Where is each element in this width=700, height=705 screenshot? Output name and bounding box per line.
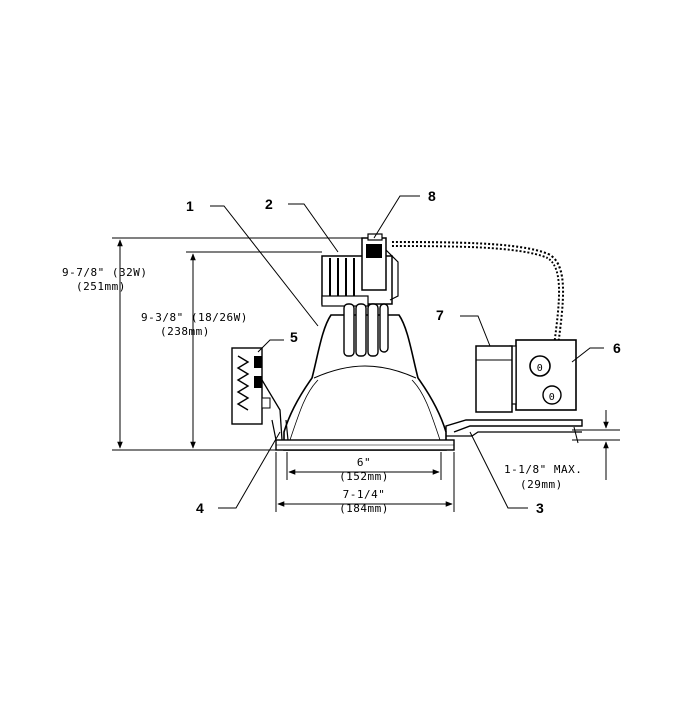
callout-numbers: 1 2 3 4 5 6 7 8 xyxy=(186,188,621,516)
svg-text:0: 0 xyxy=(549,392,556,403)
svg-text:0: 0 xyxy=(537,363,544,374)
trim-mm: (184mm) xyxy=(339,502,389,515)
callout-7: 7 xyxy=(436,307,444,323)
leader-5 xyxy=(257,339,284,353)
knockout-top xyxy=(529,355,551,377)
reflector-inner-left xyxy=(289,379,319,441)
reflector-height-in: 9-3/8" (18/26W) xyxy=(141,311,248,324)
dimension-labels: 9-7/8" (32W) (251mm) 9-3/8" (18/26W) (23… xyxy=(62,266,582,515)
cfl-lamps xyxy=(343,303,389,357)
reflector-inner-right xyxy=(411,379,441,441)
fixture-drawing: 0 0 xyxy=(231,233,583,451)
callout-1: 1 xyxy=(186,198,194,214)
callout-2: 2 xyxy=(265,196,273,212)
junction-box: 0 0 xyxy=(509,339,577,411)
callout-8: 8 xyxy=(428,188,436,204)
callout-6: 6 xyxy=(613,340,621,356)
leader-7 xyxy=(460,315,491,347)
callout-3: 3 xyxy=(536,500,544,516)
leader-3 xyxy=(469,431,528,509)
ceiling-max-in: 1-1/8" MAX. xyxy=(504,463,582,476)
overall-height-in: 9-7/8" (32W) xyxy=(62,266,147,279)
mounting-plate xyxy=(445,419,583,433)
leader-8 xyxy=(373,195,420,239)
mounting-springs xyxy=(231,347,289,441)
aperture-mm: (152mm) xyxy=(339,470,389,483)
flex-conduit xyxy=(391,241,565,347)
leader-4 xyxy=(218,431,281,509)
leader-1 xyxy=(210,205,319,327)
housing-fins xyxy=(329,258,355,302)
reflector-inner-line xyxy=(313,365,417,379)
knockout-bottom xyxy=(542,385,562,405)
trim-in: 7-1/4" xyxy=(343,488,386,501)
leader-2 xyxy=(288,203,339,253)
leader-6 xyxy=(571,347,604,363)
callout-4: 4 xyxy=(196,500,204,516)
leader-lines xyxy=(210,195,604,509)
overall-height-mm: (251mm) xyxy=(76,280,126,293)
ballast-box xyxy=(475,345,513,413)
dimension-lines xyxy=(112,237,620,512)
aperture-in: 6" xyxy=(357,456,371,469)
callout-5: 5 xyxy=(290,329,298,345)
ceiling-max-mm: (29mm) xyxy=(520,478,563,491)
reflector-height-mm: (238mm) xyxy=(160,325,210,338)
